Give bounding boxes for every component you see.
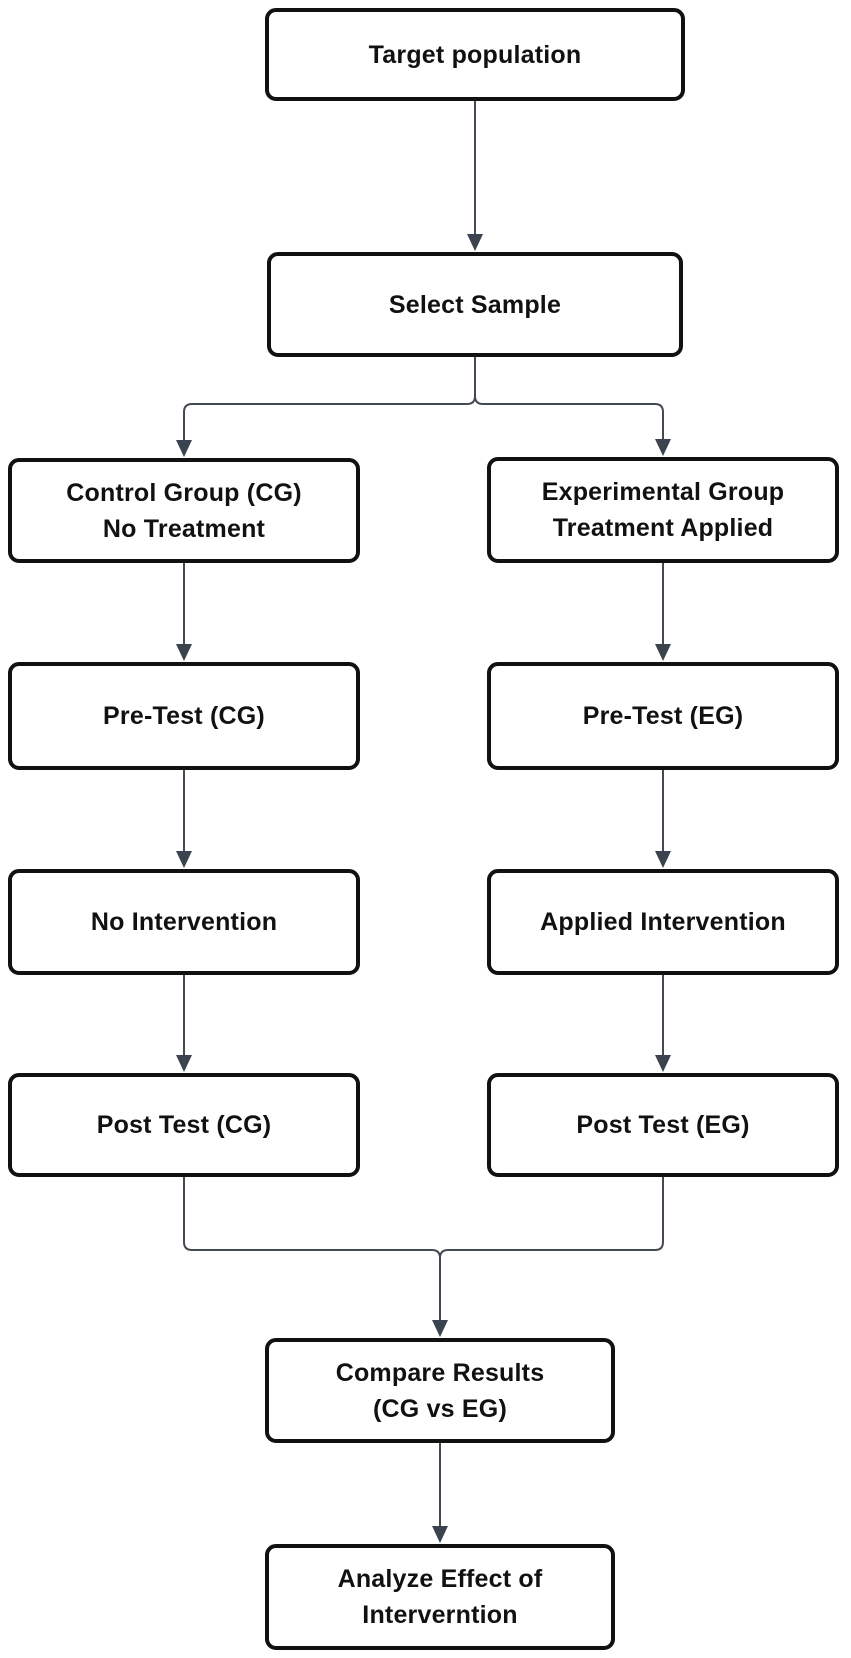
node-label-line2: No Treatment	[102, 514, 266, 543]
node-label-line1: Compare Results	[335, 1358, 545, 1387]
node-experimental-group: Experimental Group Treatment Applied	[487, 457, 839, 563]
node-applied-intervention: Applied Intervention	[487, 869, 839, 975]
node-label-line2: Treatment Applied	[552, 514, 774, 542]
edge-split-experimental	[474, 395, 664, 441]
node-label: No Intervention	[90, 908, 278, 936]
node-label: Post Test (CG)	[96, 1111, 272, 1139]
node-label-line1: Analyze Effect of	[337, 1565, 543, 1593]
arrowhead-pretestcg	[176, 644, 192, 661]
arrowhead-compare	[432, 1320, 448, 1337]
edge-posttestcg-merge	[183, 1177, 441, 1259]
arrowhead-control	[176, 440, 192, 457]
arrowhead-pretesteg	[655, 644, 671, 661]
node-analyze-effect: Analyze Effect of Interverntion	[265, 1544, 615, 1650]
arrowhead-nointervention	[176, 851, 192, 868]
edge-split-control	[183, 395, 476, 442]
node-posttest-eg: Post Test (EG)	[487, 1073, 839, 1177]
node-control-group: Control Group (CG) No Treatment	[8, 458, 360, 563]
arrowhead-appliedintervention	[655, 851, 671, 868]
node-label: Select Sample	[388, 290, 562, 319]
arrowhead-posttesteg	[655, 1055, 671, 1072]
edge-posttesteg-merge	[439, 1177, 664, 1259]
node-pretest-cg: Pre-Test (CG)	[8, 662, 360, 770]
arrowhead-experimental	[655, 439, 671, 456]
node-pretest-eg: Pre-Test (EG)	[487, 662, 839, 770]
node-label-line1: Experimental Group	[541, 478, 785, 506]
node-target-population: Target population	[265, 8, 685, 101]
node-label-line1: Control Group (CG)	[66, 478, 302, 507]
node-label: Target population	[368, 40, 582, 69]
node-label: Pre-Test (CG)	[103, 702, 265, 730]
node-compare-results: Compare Results (CG vs EG)	[265, 1338, 615, 1443]
node-label: Post Test (EG)	[576, 1111, 750, 1139]
node-posttest-cg: Post Test (CG)	[8, 1073, 360, 1177]
node-label: Applied Intervention	[540, 908, 786, 936]
arrowhead-analyze	[432, 1526, 448, 1543]
node-label: Pre-Test (EG)	[582, 702, 744, 730]
node-select-sample: Select Sample	[267, 252, 683, 357]
node-label-line2: (CG vs EG)	[373, 1394, 507, 1423]
node-label-line2: Interverntion	[362, 1601, 518, 1629]
arrowhead-select	[467, 234, 483, 251]
node-no-intervention: No Intervention	[8, 869, 360, 975]
arrowhead-posttestcg	[176, 1055, 192, 1072]
